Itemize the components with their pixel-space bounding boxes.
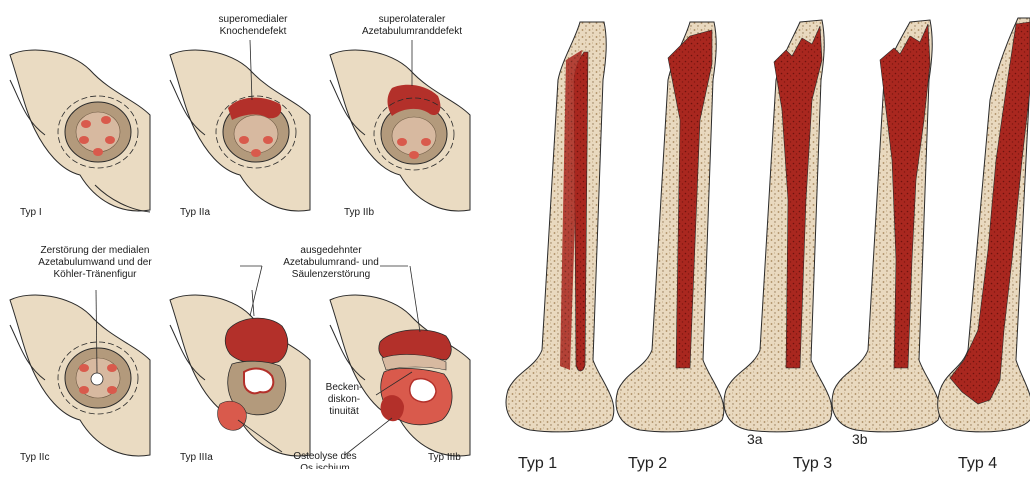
caption-osteolysis: Osteolyse des Os ischium [284, 451, 366, 469]
caption-discontinuity-line-2: diskon- [316, 394, 372, 406]
pelvis-panel-typ-iiib [330, 266, 470, 456]
femur-typ-3a [724, 20, 832, 432]
femur-type-label-4: Typ 4 [958, 455, 997, 473]
femur-type-label-3: Typ 3 [793, 455, 832, 473]
caption-iii-shared: ausgedehnter Azetabulumrand- und Säulenz… [266, 245, 396, 281]
femur-typ-1 [506, 22, 614, 432]
caption-discontinuity: Becken- diskon- tinuität [316, 382, 372, 418]
caption-iib-line-1: superolateraler [350, 14, 474, 26]
pelvis-type-label-i: Typ I [20, 207, 42, 219]
femur-sublabel-3b: 3b [852, 431, 868, 447]
pelvis-type-label-iib: Typ IIb [344, 207, 374, 219]
caption-iic-line-1: Zerstörung der medialen [20, 245, 170, 257]
caption-iic: Zerstörung der medialen Azetabulumwand u… [20, 245, 170, 281]
caption-osteolysis-line-2: Os ischium [284, 463, 366, 469]
caption-iic-line-3: Köhler-Tränenfigur [20, 269, 170, 281]
caption-iib-line-2: Azetabulumranddefekt [350, 26, 474, 38]
caption-iib: superolateraler Azetabulumranddefekt [350, 14, 474, 38]
caption-iii-line-2: Azetabulumrand- und [266, 257, 396, 269]
caption-iia-line-2: Knochendefekt [205, 26, 301, 38]
pelvis-type-label-iiib: Typ IIIb [428, 452, 461, 464]
femur-type-label-2: Typ 2 [628, 455, 667, 473]
caption-iii-line-3: Säulenzerstörung [266, 269, 396, 281]
caption-iic-line-2: Azetabulumwand und der [20, 257, 170, 269]
pelvis-type-label-iia: Typ IIa [180, 207, 210, 219]
caption-discontinuity-line-3: tinuität [316, 406, 372, 418]
pelvis-type-label-iic: Typ IIc [20, 452, 49, 464]
pelvis-panel-typ-iic [10, 290, 150, 456]
pelvis-panel-typ-iib [330, 40, 470, 211]
pelvis-panel-typ-iia [170, 40, 310, 211]
femur-typ-4 [938, 18, 1030, 432]
caption-iia: superomedialer Knochendefekt [205, 14, 301, 38]
femur-sublabel-3a: 3a [747, 431, 763, 447]
femur-typ-3b [832, 20, 940, 432]
pelvis-panel-typ-iiia [170, 290, 310, 456]
caption-discontinuity-line-1: Becken- [316, 382, 372, 394]
femur-type-label-1: Typ 1 [518, 455, 557, 473]
femur-typ-2 [616, 22, 724, 432]
pelvis-type-label-iiia: Typ IIIa [180, 452, 213, 464]
caption-osteolysis-line-1: Osteolyse des [284, 451, 366, 463]
caption-iia-line-1: superomedialer [205, 14, 301, 26]
pelvis-panel-typ-i [10, 50, 150, 212]
caption-iii-line-1: ausgedehnter [266, 245, 396, 257]
